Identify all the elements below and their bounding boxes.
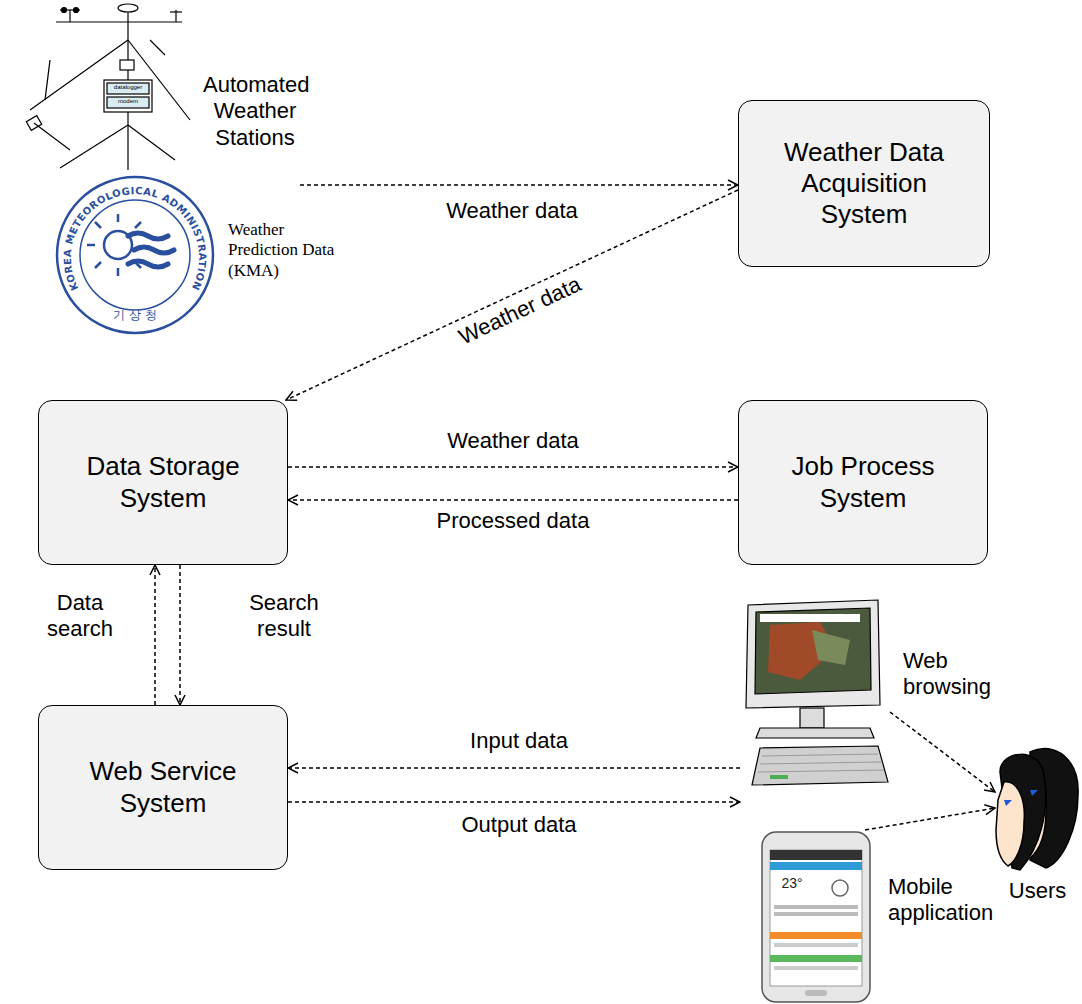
- dashed-arrow: [865, 808, 995, 830]
- box-title: Web Service System: [68, 756, 258, 818]
- illustration-label: datalogger: [107, 84, 149, 91]
- system-box: Weather Data Acquisition System: [738, 100, 990, 267]
- dashed-arrow: [288, 801, 740, 803]
- flow-label: Input data: [468, 728, 570, 754]
- flow-label: Weather data: [452, 271, 586, 352]
- logo-ring-text: KOREA METEOROLOGICAL ADMINISTRATION: [62, 185, 208, 292]
- dashed-arrow: [286, 190, 738, 400]
- flow-label: Output data: [460, 812, 579, 838]
- desktop-computer: [746, 600, 888, 785]
- flow-label: Data search: [28, 590, 132, 643]
- dashed-arrow: [288, 466, 738, 468]
- node-caption: Users: [995, 878, 1080, 904]
- system-box: Job Process System: [738, 400, 988, 565]
- node-caption: Mobile application: [888, 874, 1018, 927]
- users: Users: [995, 740, 1080, 875]
- node-caption: Weather Prediction Data (KMA): [228, 220, 346, 281]
- node-caption: Automated Weather Stations: [203, 72, 307, 151]
- flow-label: Search result: [222, 590, 346, 643]
- data-source: Automated Weather StationsWeather Predic…: [20, 0, 300, 335]
- node-caption: Web browsing: [903, 648, 1013, 701]
- dashed-arrow: [300, 184, 738, 186]
- box-title: Weather Data Acquisition System: [769, 137, 959, 231]
- mobile-client: Mobile application: [760, 830, 872, 1002]
- illustration-label: 23°: [772, 876, 812, 891]
- kma-logo: [55, 175, 215, 333]
- flow-label: Weather data: [444, 198, 580, 224]
- illustration-label: 기 상 청: [95, 309, 175, 322]
- box-title: Data Storage System: [68, 451, 258, 513]
- flow-label: Weather data: [445, 428, 581, 454]
- dashed-arrow: [288, 499, 738, 501]
- system-box: Web Service System: [38, 705, 288, 870]
- dashed-arrow: [179, 565, 181, 705]
- web-client: Web browsing: [740, 598, 890, 810]
- box-title: Job Process System: [768, 451, 958, 513]
- weather-station: [26, 4, 190, 170]
- users-figure: [996, 749, 1078, 870]
- dashed-arrow: [154, 565, 156, 705]
- system-box: Data Storage System: [38, 400, 288, 565]
- mobile-phone: [762, 832, 870, 1002]
- illustration-label: modem: [107, 98, 149, 105]
- dashed-arrow: [890, 712, 995, 792]
- flow-label: Processed data: [435, 508, 592, 534]
- dashed-arrow: [288, 767, 740, 769]
